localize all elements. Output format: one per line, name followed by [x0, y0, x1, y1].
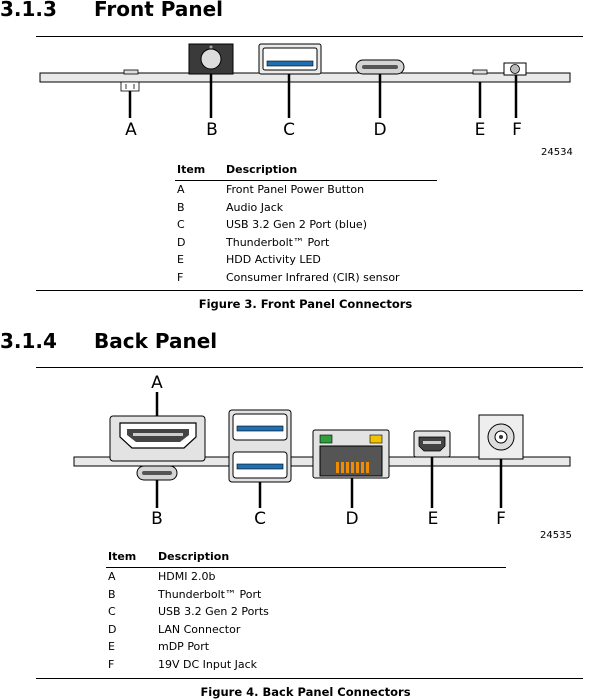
figure-number: 24535 [540, 530, 572, 541]
table-row: F 19V DC Input Jack [106, 656, 506, 674]
row-description: USB 3.2 Gen 2 Port (blue) [226, 218, 367, 231]
table-header-rule [106, 567, 506, 568]
table-row: D Thunderbolt™ Port [175, 234, 437, 252]
callout-b: B [206, 120, 218, 136]
row-description: Thunderbolt™ Port [226, 235, 330, 249]
section-title: Front Panel [94, 0, 224, 21]
row-item: D [177, 235, 186, 249]
figure-caption: Figure 4. Back Panel Connectors [200, 685, 411, 699]
table-row: B Thunderbolt™ Port [106, 586, 506, 604]
callout-c: C [283, 120, 295, 136]
callout-c: C [254, 509, 266, 529]
row-item: D [108, 622, 117, 636]
figure-number: 24534 [541, 147, 573, 158]
row-item: C [108, 605, 116, 618]
back-panel-diagram: A B C D E F [73, 373, 571, 529]
callout-f: F [512, 120, 522, 136]
table-row: D LAN Connector [106, 621, 506, 639]
row-item: C [177, 218, 185, 231]
row-item: F [108, 657, 115, 671]
table-header: Item Description [106, 547, 506, 567]
front-panel-heading: 3.1.3 Front Panel [0, 0, 223, 21]
section-number: 3.1.3 [0, 0, 57, 21]
back-panel-heading: 3.1.4 Back Panel [0, 329, 217, 353]
row-item: E [177, 253, 184, 266]
back-callouts: A B C D E F [151, 373, 506, 529]
table-row: E HDD Activity LED [175, 251, 437, 269]
row-description: Consumer Infrared (CIR) sensor [226, 270, 400, 284]
callout-d: D [345, 509, 358, 529]
row-description: USB 3.2 Gen 2 Ports [158, 605, 269, 618]
row-item: B [108, 587, 116, 601]
hdd-led-icon [472, 69, 488, 75]
row-description: 19V DC Input Jack [158, 657, 258, 671]
table-row: B Audio Jack [175, 199, 437, 217]
row-description: mDP Port [158, 640, 210, 653]
top-rule [36, 36, 583, 37]
row-description: HDMI 2.0b [158, 570, 216, 583]
callout-e: E [475, 120, 486, 136]
header-description: Description [226, 163, 298, 176]
row-description: Front Panel Power Button [226, 183, 365, 196]
table-row: F Consumer Infrared (CIR) sensor [175, 269, 437, 287]
front-table: Item Description A Front Panel Power Butt… [175, 160, 437, 286]
callout-d: D [373, 120, 386, 136]
front-leader-lines [128, 74, 518, 118]
callout-b: B [151, 509, 163, 529]
table-row: A HDMI 2.0b [106, 568, 506, 586]
audio-jack-icon [188, 43, 234, 75]
row-description: LAN Connector [158, 622, 241, 636]
row-item: F [177, 270, 184, 284]
back-table: Item Description A HDMI 2.0b B Thunderbolt… [106, 547, 506, 673]
row-description: Thunderbolt™ Port [158, 587, 262, 601]
front-callouts: A B C D E F [125, 120, 522, 136]
table-row: C USB 3.2 Gen 2 Ports [106, 603, 506, 621]
cir-sensor-icon [503, 62, 527, 76]
header-description: Description [158, 550, 230, 563]
section-title: Back Panel [94, 329, 218, 353]
top-rule [36, 367, 583, 368]
header-item: Item [108, 550, 137, 563]
mdp-port-icon [413, 430, 451, 458]
back-leader-lines [155, 392, 503, 508]
figure-caption: Figure 3. Front Panel Connectors [198, 297, 413, 311]
table-row: C USB 3.2 Gen 2 Port (blue) [175, 216, 437, 234]
table-header: Item Description [175, 160, 437, 180]
thunderbolt-port-icon [136, 465, 178, 481]
front-panel-diagram: A B C D E F [39, 43, 571, 136]
figure-bottom-rule [36, 290, 583, 291]
row-item: A [177, 183, 185, 196]
callout-a: A [151, 373, 163, 393]
thunderbolt-port-icon [355, 59, 405, 75]
row-item: A [108, 570, 116, 583]
dc-jack-icon [478, 414, 524, 460]
row-item: B [177, 200, 185, 214]
hdmi-port-icon [109, 415, 206, 462]
callout-a: A [125, 120, 137, 136]
figure-bottom-rule [36, 678, 583, 679]
callout-f: F [496, 509, 506, 529]
callout-e: E [428, 509, 439, 529]
header-item: Item [177, 163, 206, 176]
lan-connector-icon [312, 429, 390, 479]
row-description: HDD Activity LED [226, 253, 321, 266]
table-row: A Front Panel Power Button [175, 181, 437, 199]
table-header-rule [175, 180, 437, 181]
usb-ports-icon [228, 409, 292, 483]
section-number: 3.1.4 [0, 329, 57, 353]
row-description: Audio Jack [226, 200, 284, 214]
usb-port-icon [258, 43, 322, 75]
row-item: E [108, 640, 115, 653]
